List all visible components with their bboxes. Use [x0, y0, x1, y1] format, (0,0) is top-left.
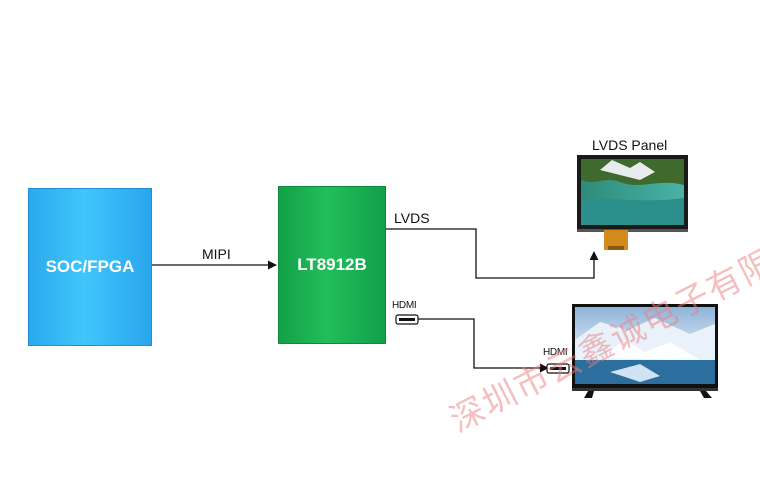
- lt8912b-block: LT8912B: [278, 186, 386, 344]
- lvds-panel-icon: [577, 155, 688, 250]
- lvds-label: LVDS: [394, 210, 430, 226]
- hdmi-port-icon-tv: [546, 363, 570, 374]
- hdmi-input-label: HDMI: [543, 347, 568, 358]
- hdmi-line: [418, 318, 549, 373]
- soc-fpga-label: SOC/FPGA: [45, 257, 135, 276]
- mipi-label: MIPI: [202, 246, 231, 262]
- lt8912b-label: LT8912B: [297, 255, 367, 274]
- hdmi-port-icon: [395, 314, 419, 325]
- hdmi-output-label: HDMI: [392, 300, 417, 311]
- soc-fpga-block: SOC/FPGA: [28, 188, 152, 346]
- lvds-line: [386, 228, 599, 279]
- tv-icon: [572, 304, 718, 398]
- lvds-panel-label: LVDS Panel: [592, 137, 668, 153]
